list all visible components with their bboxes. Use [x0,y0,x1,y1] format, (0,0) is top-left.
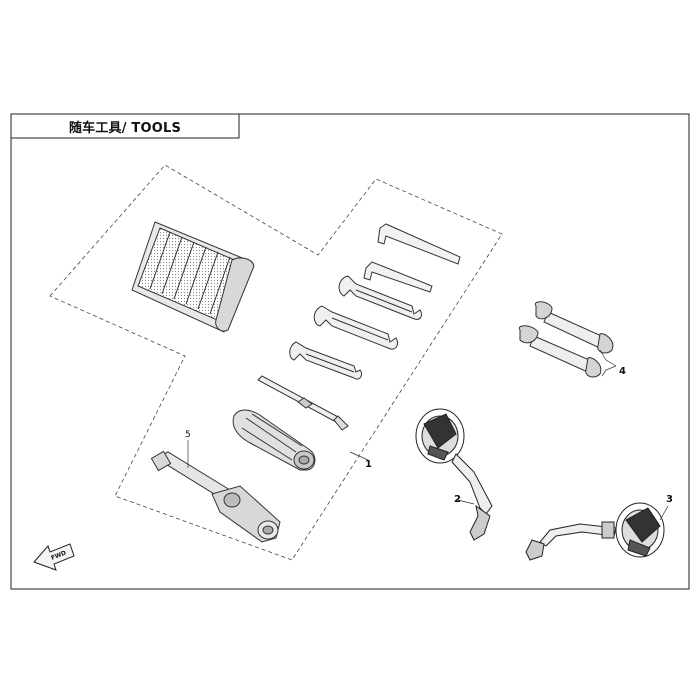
outer-border [10,113,690,590]
hex-key-small [363,261,433,293]
wrench-large [338,275,423,320]
page-title: 随车工具/ TOOLS [68,120,182,136]
rubber-strap-upper [534,301,614,354]
spark-plug-socket [150,450,281,543]
callout-5: 5 [185,430,191,440]
tool-kit-group-outline [49,164,503,561]
callout-4: 4 [619,366,626,377]
wrench-medium [313,305,399,350]
wrench-small [289,341,363,380]
mirror-left [415,408,493,541]
callout-3: 3 [666,494,673,505]
mirror-right [525,502,665,561]
callout-2: 2 [454,494,461,505]
rubber-strap-lower [518,325,602,378]
screwdriver-bit [257,375,349,431]
fwd-direction-arrow: FWD [33,543,75,571]
callout-1: 1 [365,459,372,470]
title-box-border [10,113,240,139]
screwdriver-handle [232,409,316,471]
tool-roll-bag [131,221,255,333]
hex-key-large [377,223,461,265]
leader-lines [187,349,669,521]
